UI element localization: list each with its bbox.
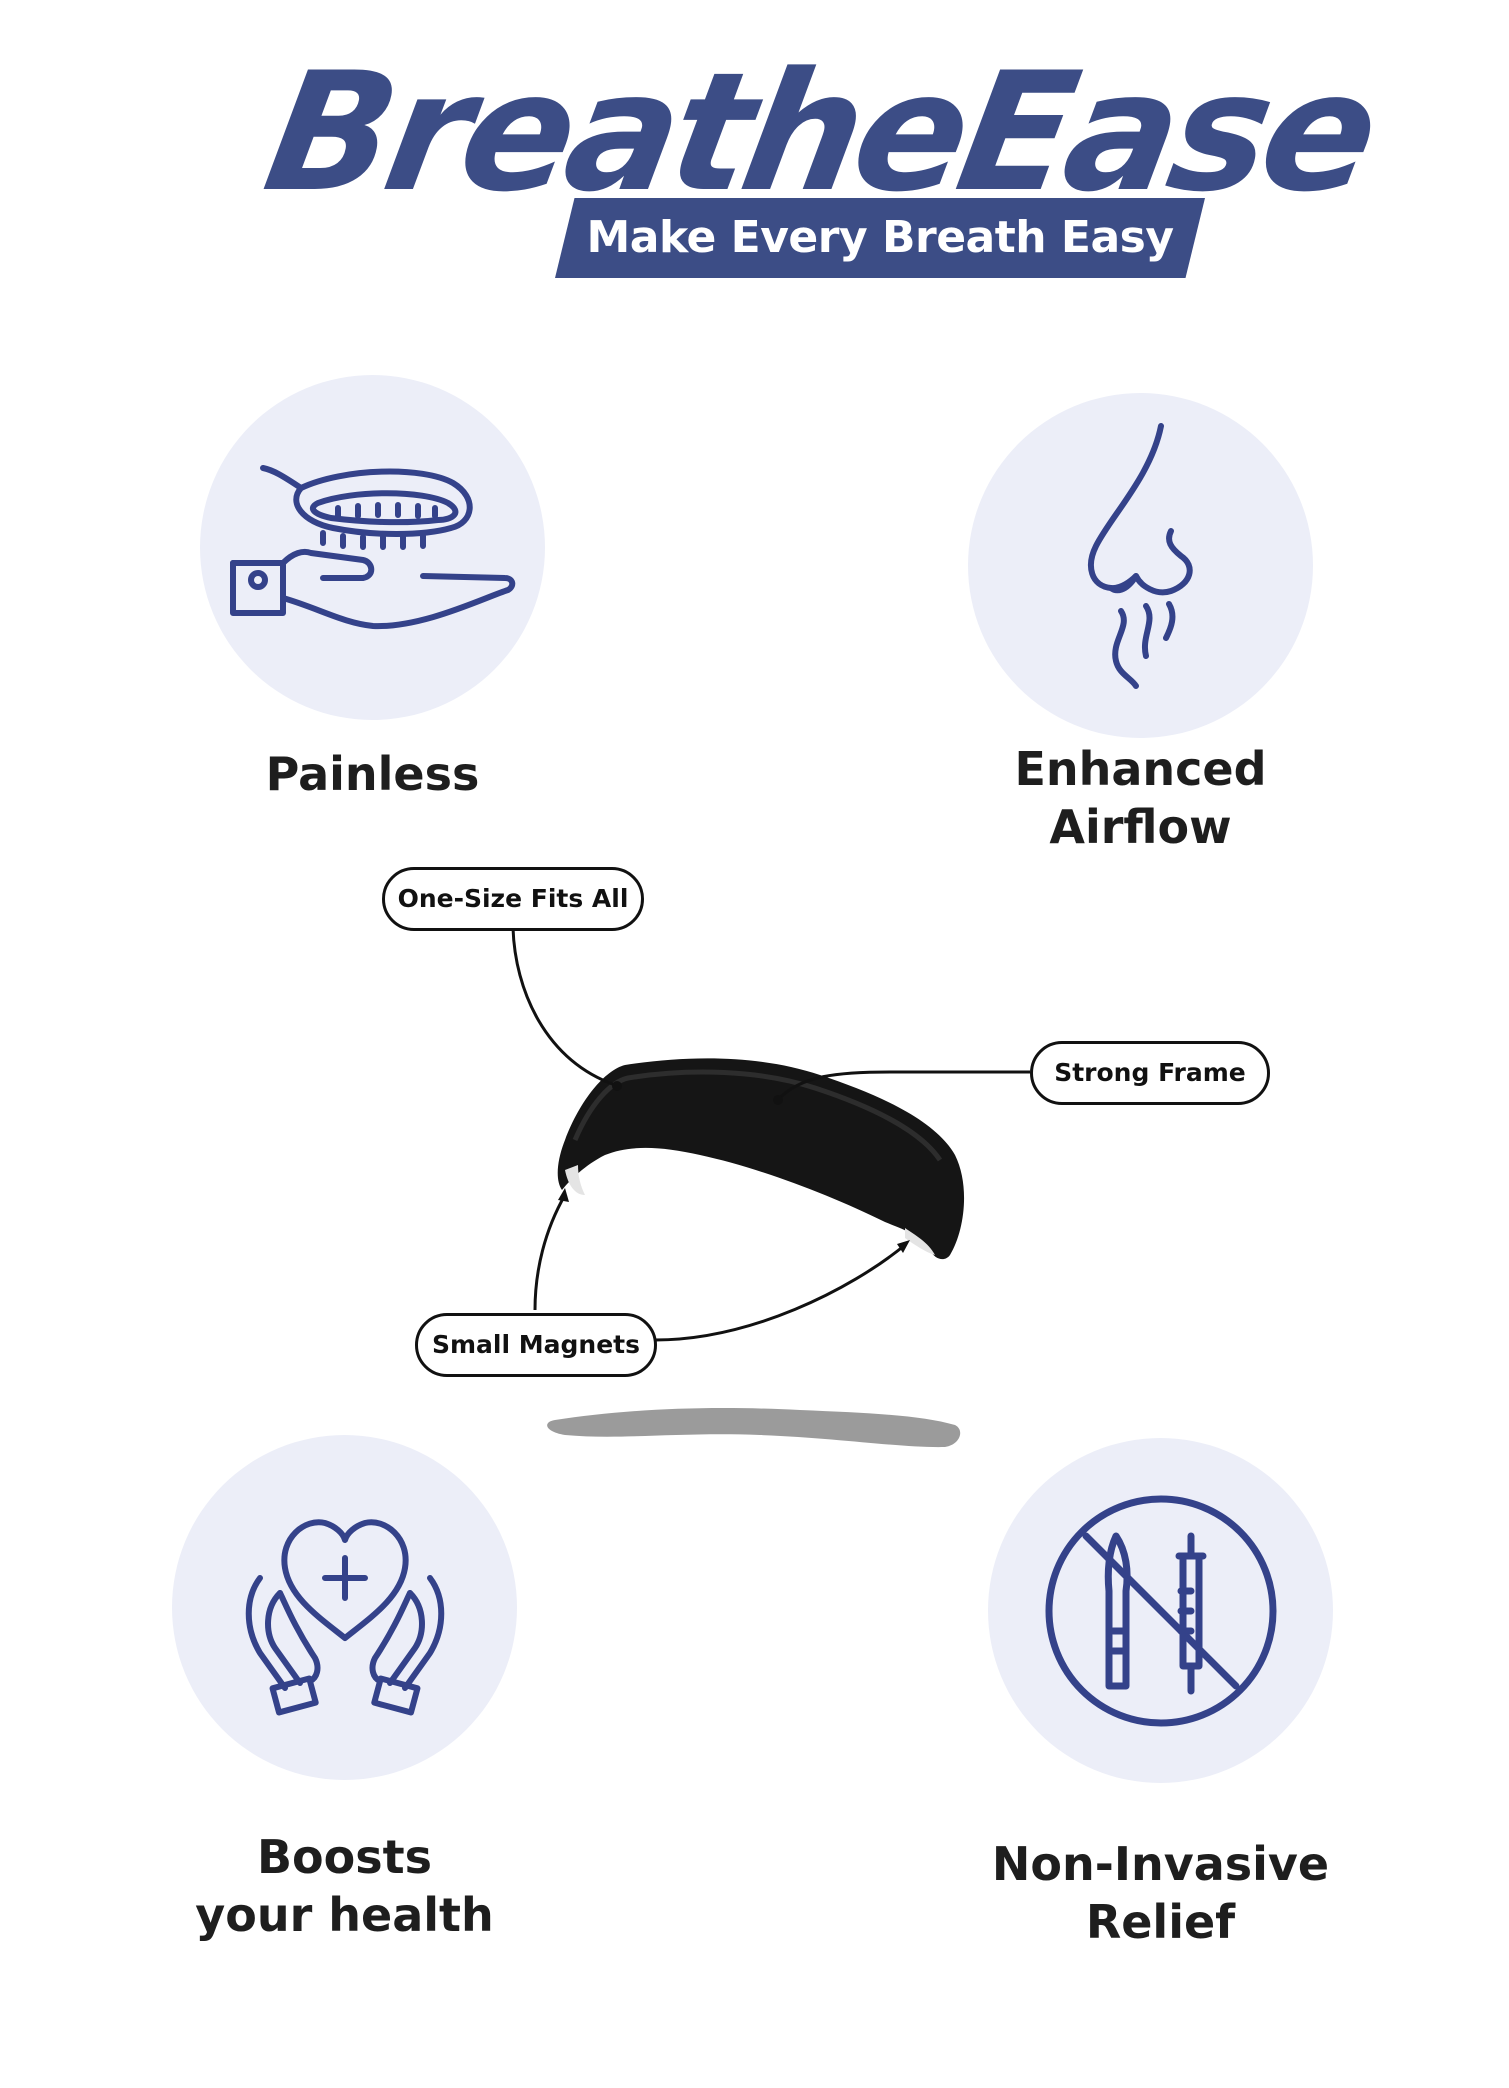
feature-noninvasive-label-line1: Non-Invasive — [991, 1837, 1330, 1891]
no-needle-syringe-icon — [1045, 1495, 1276, 1726]
hands-heart-plus-icon — [245, 1518, 444, 1715]
feature-health-label-line2: your health — [195, 1888, 494, 1942]
feature-noninvasive-circle — [988, 1438, 1333, 1783]
brand-logo-wordmark: BreatheEase — [253, 37, 1387, 228]
brand-tagline: Make Every Breath Easy — [586, 212, 1174, 263]
feature-airflow-circle — [968, 393, 1313, 738]
feature-health-circle — [172, 1435, 517, 1780]
callout-one-size-fits-all: One-Size Fits All — [382, 867, 644, 931]
callout-strong-frame: Strong Frame — [1030, 1041, 1270, 1105]
brand-tagline-banner — [555, 198, 1205, 278]
feature-noninvasive-label-line2: Relief — [1085, 1895, 1236, 1949]
feature-airflow-label-line1: Enhanced — [1014, 742, 1267, 796]
product-shadow — [547, 1408, 961, 1448]
callout-line-one-size — [511, 927, 616, 1087]
product-diagram — [511, 927, 1030, 1448]
callout-small-magnets: Small Magnets — [415, 1313, 657, 1377]
magnetic-nasal-strip-image — [557, 1058, 965, 1260]
feature-painless-label: Painless — [265, 747, 480, 801]
hand-holding-nasal-strip-icon — [229, 464, 515, 629]
callout-line-strong-frame — [776, 1070, 1030, 1101]
nose-airflow-icon — [1087, 422, 1193, 689]
feature-airflow-label-line2: Airflow — [1049, 800, 1232, 854]
callout-line-magnet-right — [654, 1243, 906, 1342]
feature-painless-circle — [200, 375, 545, 720]
callout-line-magnet-left — [533, 1194, 567, 1311]
feature-health-label-line1: Boosts — [256, 1830, 432, 1884]
